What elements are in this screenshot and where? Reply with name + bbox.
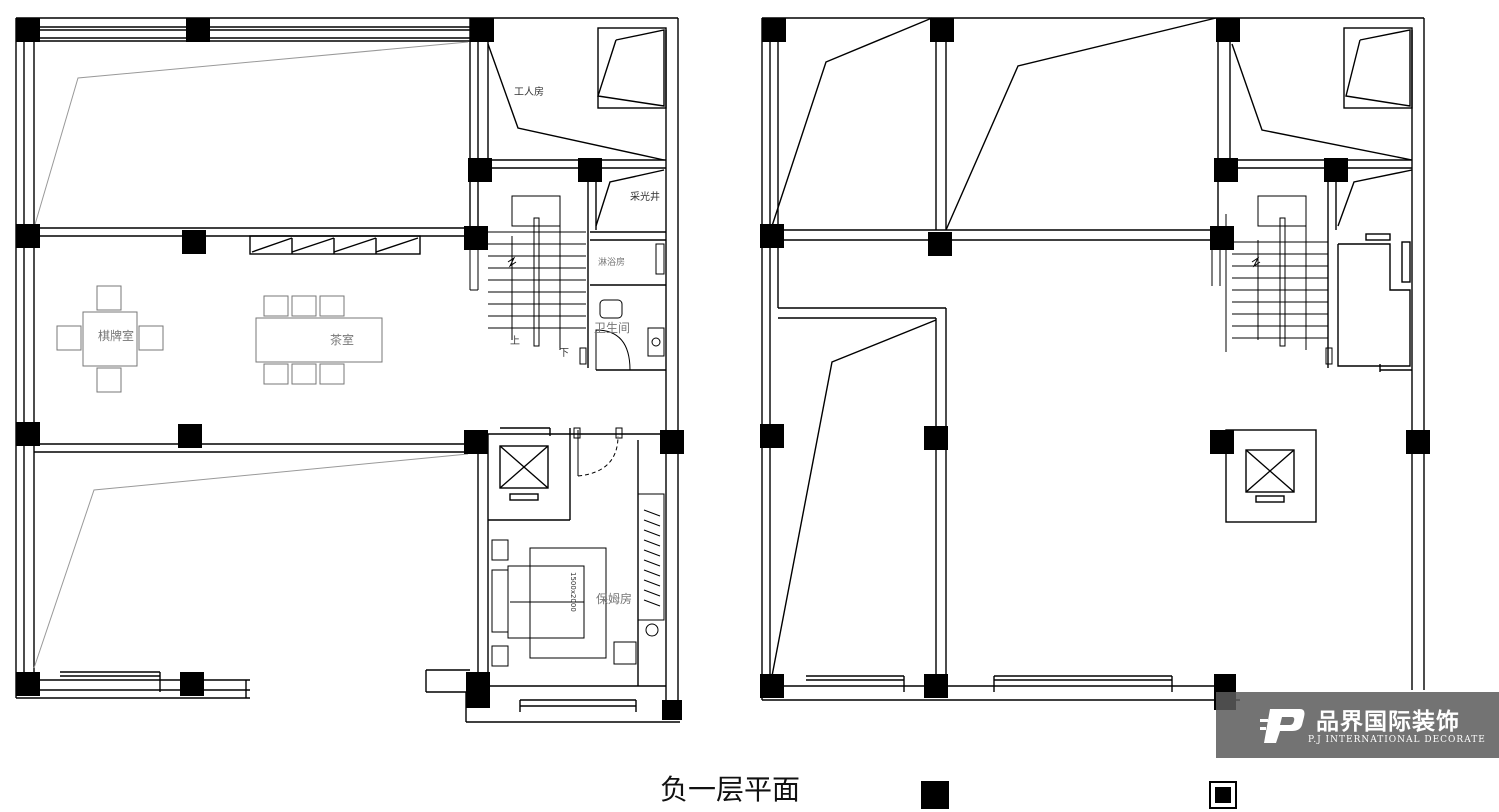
right-service-box bbox=[1337, 233, 1411, 367]
right-opening-lines bbox=[771, 17, 1413, 677]
label-stairs-down: 下 bbox=[559, 348, 569, 359]
label-chess-room: 棋牌室 bbox=[98, 328, 134, 343]
brand-logo-icon bbox=[1260, 709, 1305, 743]
label-nanny-room: 保姆房 bbox=[596, 591, 632, 606]
right-interior-walls bbox=[778, 18, 1412, 676]
brand-name-cn: 品界国际装饰 bbox=[1316, 709, 1460, 735]
left-nanny-door bbox=[573, 427, 623, 477]
right-staircase bbox=[1211, 195, 1333, 365]
label-shower-room: 淋浴房 bbox=[598, 256, 625, 268]
legend-column-symbol bbox=[921, 781, 949, 809]
plan-title: 负一层平面 bbox=[659, 773, 800, 806]
right-outer-walls bbox=[761, 17, 1425, 701]
left-workers-room-fixtures bbox=[487, 27, 667, 227]
left-chess-tea-furniture bbox=[56, 285, 383, 393]
legend-column-symbol-outlined bbox=[1209, 781, 1237, 809]
right-closet bbox=[1343, 27, 1413, 109]
left-interior-walls bbox=[16, 18, 680, 723]
label-skylight-well: 采光井 bbox=[630, 190, 660, 203]
brand-name-en: P.J INTERNATIONAL DECORATE bbox=[1308, 735, 1486, 745]
left-opening-lines bbox=[33, 41, 469, 669]
left-elevator bbox=[499, 445, 549, 501]
left-staircase bbox=[469, 195, 586, 350]
label-workers-room: 工人房 bbox=[514, 85, 544, 98]
left-nanny-furniture bbox=[491, 493, 665, 667]
label-bathroom: 卫生间 bbox=[594, 321, 630, 335]
label-stairs-up: 上 bbox=[510, 335, 520, 347]
structural-columns bbox=[16, 18, 1430, 720]
left-shelf bbox=[249, 235, 421, 255]
right-elevator bbox=[1225, 429, 1317, 523]
label-bed-size: 1500x2000 bbox=[569, 572, 577, 612]
label-tea-room: 茶室 bbox=[330, 332, 354, 347]
brand-watermark: 品界国际装饰 P.J INTERNATIONAL DECORATE bbox=[1216, 692, 1499, 758]
left-outer-walls bbox=[15, 17, 679, 720]
left-bathroom-fixtures bbox=[579, 243, 665, 371]
